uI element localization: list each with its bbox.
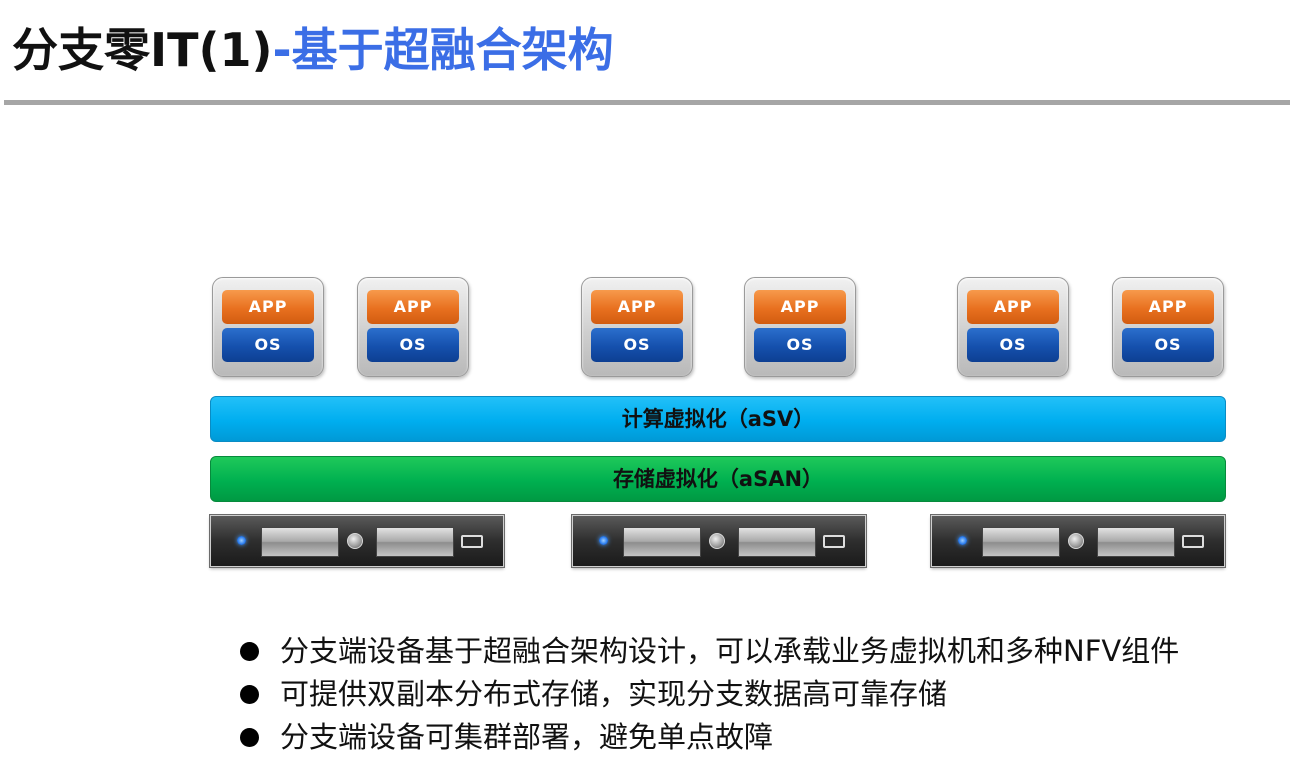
feature-bullet-list: 分支端设备基于超融合架构设计，可以承载业务虚拟机和多种NFV组件 可提供双副本分…: [238, 630, 1179, 759]
bullet-text: 分支端设备基于超融合架构设计，可以承载业务虚拟机和多种NFV组件: [280, 634, 1180, 668]
vm-app-label: APP: [591, 290, 683, 324]
vm-os-label: OS: [367, 328, 459, 362]
power-led-icon: [237, 536, 246, 545]
power-led-icon: [958, 536, 967, 545]
server-unit-3: [931, 515, 1225, 567]
port-slot-icon: [1182, 535, 1204, 548]
vm-tile-5: APP OS: [957, 277, 1069, 377]
title-divider: [4, 100, 1290, 105]
bullet-dot-icon: [240, 642, 259, 661]
vm-tile-1: APP OS: [212, 277, 324, 377]
server-unit-1: [210, 515, 504, 567]
drive-bay-icon: [376, 527, 454, 557]
vm-tile-6: APP OS: [1112, 277, 1224, 377]
power-button-icon: [1068, 533, 1084, 549]
port-slot-icon: [823, 535, 845, 548]
port-slot-icon: [461, 535, 483, 548]
page-title-main: 分支零IT(1): [12, 23, 273, 77]
power-led-icon: [599, 536, 608, 545]
vm-app-label: APP: [222, 290, 314, 324]
vm-os-label: OS: [1122, 328, 1214, 362]
vm-app-label: APP: [967, 290, 1059, 324]
vm-app-label: APP: [367, 290, 459, 324]
page-title: 分支零IT(1)-基于超融合架构: [12, 14, 614, 86]
vm-app-label: APP: [1122, 290, 1214, 324]
list-item: 可提供双副本分布式存储，实现分支数据高可靠存储: [238, 673, 1179, 716]
drive-bay-icon: [738, 527, 816, 557]
list-item: 分支端设备基于超融合架构设计，可以承载业务虚拟机和多种NFV组件: [238, 630, 1179, 673]
vm-tile-4: APP OS: [744, 277, 856, 377]
vm-os-label: OS: [967, 328, 1059, 362]
vm-os-label: OS: [754, 328, 846, 362]
vm-os-label: OS: [222, 328, 314, 362]
bullet-dot-icon: [240, 685, 259, 704]
bullet-text: 可提供双副本分布式存储，实现分支数据高可靠存储: [280, 677, 948, 711]
power-button-icon: [709, 533, 725, 549]
page-title-accent: -基于超融合架构: [272, 23, 614, 77]
list-item: 分支端设备可集群部署，避免单点故障: [238, 716, 1179, 759]
bullet-dot-icon: [240, 728, 259, 747]
vm-app-label: APP: [754, 290, 846, 324]
drive-bay-icon: [261, 527, 339, 557]
drive-bay-icon: [1097, 527, 1175, 557]
power-button-icon: [347, 533, 363, 549]
drive-bay-icon: [623, 527, 701, 557]
vm-tile-3: APP OS: [581, 277, 693, 377]
bullet-text: 分支端设备可集群部署，避免单点故障: [280, 720, 774, 754]
storage-virtualization-layer: 存储虚拟化（aSAN）: [210, 456, 1226, 502]
vm-tile-2: APP OS: [357, 277, 469, 377]
server-unit-2: [572, 515, 866, 567]
compute-virtualization-layer: 计算虚拟化（aSV）: [210, 396, 1226, 442]
vm-os-label: OS: [591, 328, 683, 362]
drive-bay-icon: [982, 527, 1060, 557]
